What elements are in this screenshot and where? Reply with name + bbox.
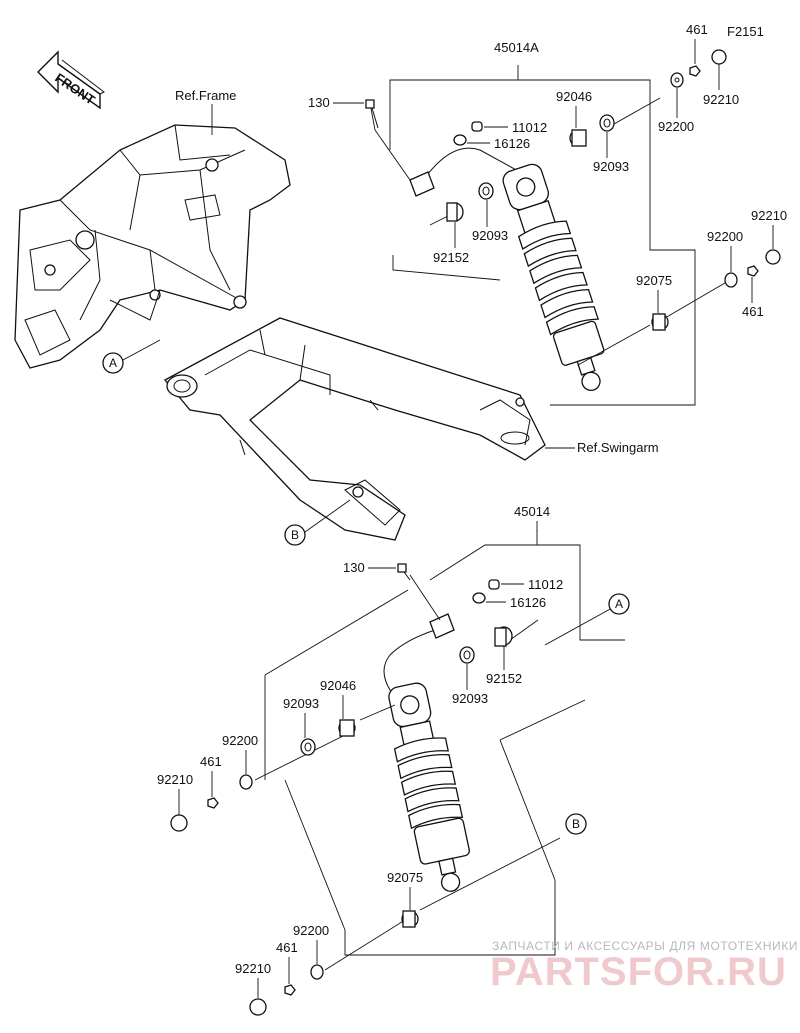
upper-bearing-label: 92046 — [556, 89, 592, 104]
upper-cap-label: 11012 — [512, 120, 547, 135]
lower-nut-top-label: 461 — [200, 754, 222, 769]
lower-shock-assembly — [170, 530, 625, 1016]
lower-washer-bottom-label: 92200 — [293, 923, 329, 938]
lower-assembly-label: 45014 — [514, 504, 550, 519]
svg-text:A: A — [109, 356, 117, 370]
callout-b-upper: B — [284, 499, 351, 546]
lower-bearing-label: 92046 — [320, 678, 356, 693]
upper-nut-top-label: 461 — [686, 22, 708, 37]
ref-swingarm-label: Ref.Swingarm — [577, 440, 659, 455]
front-direction-marker: FRONT — [37, 50, 105, 110]
ref-frame-label: Ref.Frame — [175, 88, 236, 103]
upper-seal-top-label: 92093 — [593, 159, 629, 174]
upper-nut-right-label: 461 — [742, 304, 764, 319]
lower-bolt-label: 130 — [343, 560, 365, 575]
upper-seal-mid-label: 92093 — [472, 228, 508, 243]
lower-cap-label: 11012 — [528, 577, 563, 592]
upper-grommet-label: 16126 — [494, 136, 530, 151]
svg-text:A: A — [615, 597, 623, 611]
upper-shock-assembly — [365, 49, 781, 406]
upper-collar-label: 92152 — [433, 250, 469, 265]
watermark-tagline: ЗАПЧАСТИ И АКСЕССУАРЫ ДЛЯ МОТОТЕХНИКИ — [492, 939, 798, 953]
swingarm-drawing — [163, 317, 546, 541]
upper-assembly-label: 45014A — [494, 40, 539, 55]
callout-b-lower: B — [565, 813, 587, 835]
callout-a-upper: A — [102, 339, 161, 374]
lower-capnut-top-label: 92210 — [157, 772, 193, 787]
diagram-code: F2151 — [727, 24, 764, 39]
lower-grommet-label: 16126 — [510, 595, 546, 610]
lower-washer-top-label: 92200 — [222, 733, 258, 748]
upper-capnut-top-label: 92210 — [703, 92, 739, 107]
lower-bushing-label: 92075 — [387, 870, 423, 885]
upper-bushing-label: 92075 — [636, 273, 672, 288]
watermark-brand: PARTSFOR.RU — [490, 950, 787, 994]
lower-collar-label: 92152 — [486, 671, 522, 686]
svg-text:B: B — [291, 528, 299, 542]
frame-drawing — [14, 124, 291, 369]
upper-washer-right-label: 92200 — [707, 229, 743, 244]
lower-seal-left-label: 92093 — [283, 696, 319, 711]
watermark: ЗАПЧАСТИ И АКСЕССУАРЫ ДЛЯ МОТОТЕХНИКИ PA… — [490, 939, 798, 994]
upper-bolt-label: 130 — [308, 95, 330, 110]
lower-seal-right-label: 92093 — [452, 691, 488, 706]
lower-capnut-bottom-label: 92210 — [235, 961, 271, 976]
svg-text:B: B — [572, 817, 580, 831]
upper-washer-top-label: 92200 — [658, 119, 694, 134]
lower-nut-bottom-label: 461 — [276, 940, 298, 955]
callout-a-lower: A — [544, 593, 630, 646]
upper-capnut-right-label: 92210 — [751, 208, 787, 223]
